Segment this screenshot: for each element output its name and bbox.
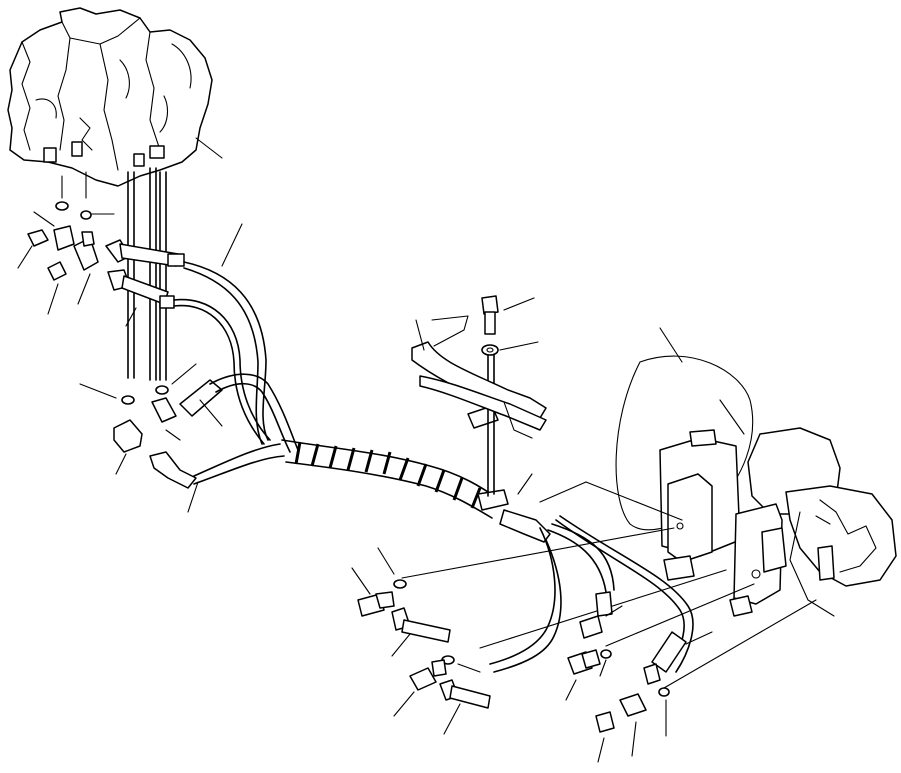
bracket-icon	[411, 315, 547, 511]
hose-lower	[489, 473, 694, 673]
fitting-group-lower-left	[79, 363, 223, 513]
fitting-group-lower	[351, 547, 491, 735]
control-valve-icon	[7, 7, 223, 187]
o-ring-icon	[55, 201, 69, 211]
tube-lines	[61, 167, 167, 381]
pump-icon	[615, 327, 897, 617]
o-ring-icon	[80, 210, 92, 220]
fitting-group-left	[17, 211, 137, 327]
spiral-wrap-icon	[281, 439, 501, 519]
bolt-icon	[481, 295, 535, 335]
hose-pair-upper	[105, 223, 271, 445]
hose-routing	[193, 373, 299, 485]
fitting-group-lower-right	[565, 591, 713, 763]
washer-icon	[481, 341, 539, 356]
